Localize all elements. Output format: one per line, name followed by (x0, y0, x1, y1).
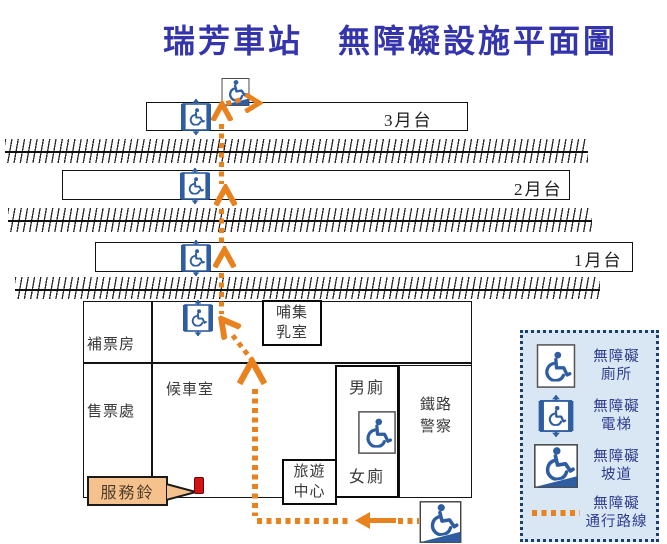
room-waiting-room: 候車室 (166, 382, 215, 398)
service-bell-callout: 服務鈴 (87, 476, 168, 506)
route-dots-track-lower (219, 273, 224, 314)
service-bell-icon (194, 477, 204, 494)
legend-row-elevator: 無障礙 電梯 (531, 391, 652, 441)
route-arrow-left-entrance (355, 512, 396, 529)
platform-3-label: 3月台 (384, 111, 433, 130)
room-travel-center: 旅遊 中心 (282, 459, 337, 505)
route-arrow-right-to-ramp (244, 93, 263, 113)
legend-elevator-line2: 電梯 (601, 417, 632, 433)
elevator-icon-platform3 (179, 98, 213, 136)
callout-pointer (166, 482, 198, 502)
railway-police-line1: 鐵路 (419, 397, 452, 413)
legend-toilet-icon (534, 344, 578, 388)
elevator-icon-concourse (181, 299, 215, 337)
legend-route-dotted-line-icon (532, 510, 580, 516)
page-title: 瑞芳車站 無障礙設施平面圖 (163, 23, 619, 59)
route-arrow-up-platform3 (211, 101, 233, 121)
nursing-label-line2: 乳室 (275, 325, 308, 341)
room-mens-toilet: 男廁 (348, 380, 385, 397)
legend-ramp-line2: 坡道 (601, 467, 632, 483)
route-dots-bottom-right (398, 518, 419, 524)
platform-2-label: 2月台 (514, 180, 563, 199)
room-railway-police (399, 365, 472, 498)
legend-ramp-icon (534, 444, 578, 488)
ramp-icon-entrance (417, 501, 464, 543)
elevator-icon-platform1 (179, 239, 213, 277)
room-ticket-office: 售票處 (87, 404, 136, 420)
route-dots-bottom-left (257, 518, 352, 524)
room-womens-toilet: 女廁 (348, 469, 385, 486)
legend-elevator-icon (536, 394, 576, 438)
legend-row-toilet: 無障礙 廁所 (531, 341, 652, 391)
route-arrow-up-waiting-room (237, 357, 267, 385)
legend-route-line1: 無障礙 (593, 496, 640, 512)
legend-route-line2: 通行路線 (585, 514, 648, 530)
nursing-label-line1: 哺集 (275, 305, 308, 321)
route-arrow-up-platform2 (214, 184, 237, 206)
route-dots-track-upper (219, 124, 224, 184)
track-band-upper (5, 139, 588, 163)
room-nursing: 哺集 乳室 (262, 300, 322, 346)
legend: 無障礙 廁所 無障礙 電梯 無障礙 坡道 無障礙 通行路線 (520, 330, 659, 542)
building-divider-vertical (151, 301, 153, 477)
track-band-middle (8, 208, 592, 232)
railway-police-line2: 警察 (419, 419, 452, 435)
route-arrow-up-platform1 (213, 246, 236, 268)
travel-center-line1: 旅遊 (293, 464, 326, 480)
platform-2 (62, 170, 570, 200)
track-band-lower (15, 277, 600, 299)
route-arrow-to-elevator (217, 314, 242, 341)
route-dots-track-middle (219, 209, 224, 246)
legend-toilet-line1: 無障礙 (593, 349, 640, 365)
travel-center-line2: 中心 (293, 484, 326, 500)
service-bell-label: 服務鈴 (100, 485, 155, 502)
legend-row-ramp: 無障礙 坡道 (531, 441, 652, 491)
accessible-toilet-icon (358, 411, 396, 454)
building-divider-horizontal (83, 362, 472, 364)
platform-1-label: 1月台 (574, 251, 623, 270)
route-dots-waiting-room (252, 389, 258, 516)
legend-elevator-line1: 無障礙 (593, 399, 640, 415)
elevator-icon-platform2 (178, 167, 212, 205)
legend-row-route: 無障礙 通行路線 (531, 491, 652, 535)
room-ticket-supplement: 補票房 (87, 337, 136, 353)
platform-1 (95, 242, 633, 272)
legend-ramp-line1: 無障礙 (593, 449, 640, 465)
legend-toilet-line2: 廁所 (601, 367, 632, 383)
